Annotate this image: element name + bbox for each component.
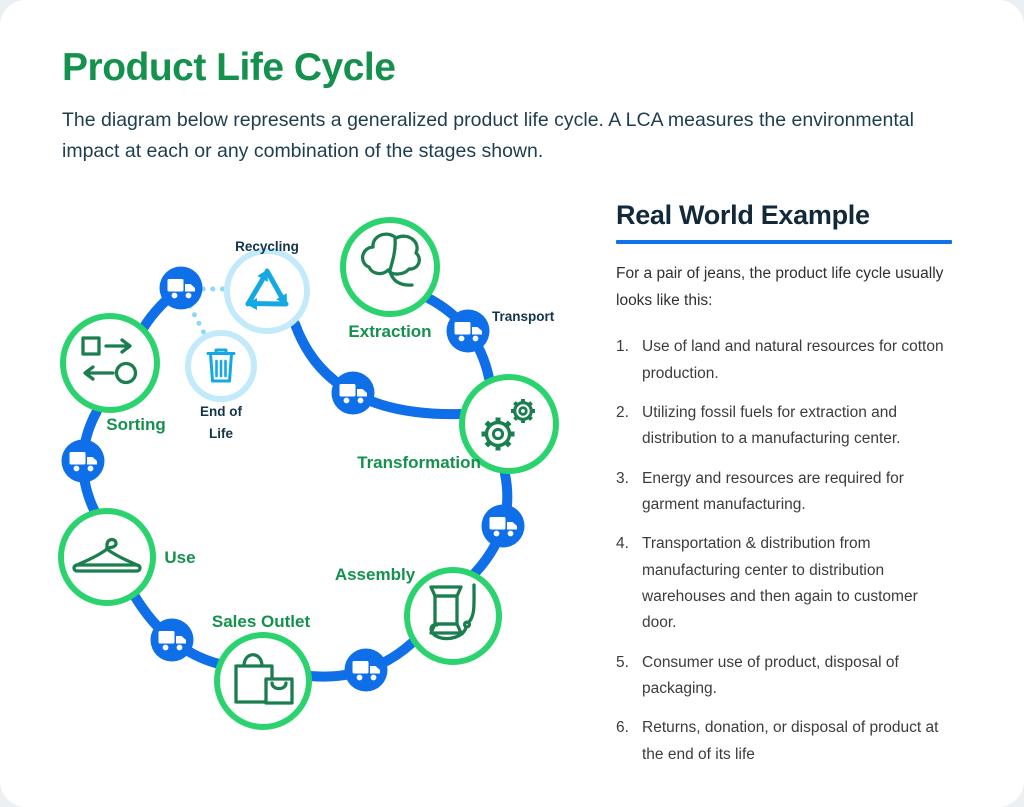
list-item-number: 2.	[616, 403, 629, 421]
label-recycling: Recycling	[235, 239, 299, 254]
truck-icon	[331, 371, 375, 415]
label-sales-outlet: Sales Outlet	[212, 612, 311, 631]
sewing-spool-icon	[429, 583, 476, 641]
cotton-plant-icon	[361, 232, 421, 287]
heading-underline	[616, 240, 952, 244]
list-item-number: 4.	[616, 535, 629, 553]
node-sorting	[60, 313, 160, 413]
list-item-number: 3.	[616, 469, 629, 487]
label-extraction: Extraction	[348, 322, 431, 341]
page-title: Product Life Cycle	[62, 46, 396, 89]
gears-icon	[481, 399, 535, 451]
label-assembly: Assembly	[335, 565, 416, 584]
node-end-of-life	[185, 330, 257, 402]
hanger-icon	[72, 537, 142, 573]
list-item-text: Transportation & distribution from manuf…	[642, 535, 918, 632]
list-item-text: Utilizing fossil fuels for extraction an…	[642, 403, 901, 448]
truck-icon	[446, 309, 490, 353]
truck-icon	[481, 504, 525, 548]
list-item-number: 1.	[616, 338, 629, 356]
list-item-number: 6.	[616, 719, 629, 737]
list-item-text: Use of land and natural resources for co…	[642, 338, 944, 382]
list-item: 1. Use of land and natural resources for…	[616, 334, 956, 387]
dotted-connector-to-end-of-life	[187, 303, 208, 338]
label-use: Use	[164, 548, 195, 567]
list-item-text: Returns, donation, or disposal of produc…	[642, 719, 939, 763]
node-use	[58, 508, 156, 606]
example-heading: Real World Example	[616, 200, 870, 230]
shopping-bags-icon	[234, 653, 294, 705]
list-item: 6. Returns, donation, or disposal of pro…	[616, 715, 956, 768]
real-world-example-panel: Real World Example For a pair of jeans, …	[616, 200, 962, 781]
truck-icon	[344, 648, 388, 692]
truck-icon	[159, 266, 203, 310]
label-end-of-life-1: End of	[200, 404, 242, 419]
list-item: 5. Consumer use of product, disposal of …	[616, 650, 956, 703]
list-item: 4. Transportation & distribution from ma…	[616, 531, 956, 636]
list-item-text: Consumer use of product, disposal of pac…	[642, 653, 899, 698]
node-transformation	[459, 374, 559, 474]
node-recycling	[224, 248, 310, 334]
example-list: 1. Use of land and natural resources for…	[616, 334, 956, 768]
node-assembly	[404, 567, 502, 665]
label-transport: Transport	[492, 309, 555, 324]
sorting-arrows-icon	[81, 336, 138, 385]
truck-icon	[150, 618, 194, 662]
label-end-of-life-2: Life	[209, 426, 233, 441]
label-transformation: Transformation	[357, 453, 481, 472]
trash-icon	[206, 348, 236, 383]
label-sorting: Sorting	[106, 415, 166, 434]
list-item: 3. Energy and resources are required for…	[616, 466, 956, 519]
example-intro: For a pair of jeans, the product life cy…	[616, 265, 944, 310]
truck-icon	[61, 439, 105, 483]
node-extraction	[340, 217, 440, 317]
page-subtitle: The diagram below represents a generaliz…	[62, 109, 914, 163]
node-sales-outlet	[214, 632, 312, 730]
list-item: 2. Utilizing fossil fuels for extraction…	[616, 400, 956, 453]
list-item-number: 5.	[616, 653, 629, 671]
list-item-text: Energy and resources are required for ga…	[642, 469, 904, 513]
